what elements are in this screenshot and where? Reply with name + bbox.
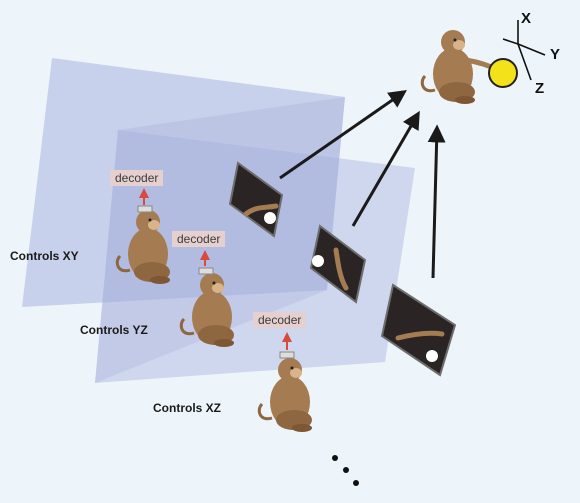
axis-label-z: Z bbox=[535, 80, 545, 97]
screen-xz bbox=[380, 283, 457, 377]
screen-yz bbox=[309, 224, 367, 304]
axes-gizmo bbox=[502, 20, 546, 81]
arrow-xy-to-target bbox=[279, 89, 407, 180]
decoder-label-xy: decoder bbox=[110, 170, 164, 186]
decoder-label-yz: decoder bbox=[172, 231, 226, 247]
arrow-xz-to-target bbox=[427, 124, 446, 279]
decoder-label-xz: decoder bbox=[253, 312, 307, 328]
continuation-dot-3 bbox=[353, 480, 359, 486]
target-ball bbox=[488, 58, 518, 88]
continuation-dot-2 bbox=[343, 467, 349, 473]
axis-label-y: Y bbox=[550, 46, 561, 63]
plane-yz bbox=[95, 130, 415, 383]
implant-xy bbox=[137, 205, 153, 213]
implant-yz bbox=[198, 267, 214, 275]
arrow-yz-to-target bbox=[351, 110, 420, 227]
screen-xy bbox=[228, 161, 284, 238]
axis-label-x: X bbox=[521, 10, 532, 27]
plane-label-xy: Controls XY bbox=[10, 249, 79, 263]
implant-xz bbox=[279, 351, 295, 359]
plane-xy bbox=[22, 58, 345, 307]
continuation-dot-1 bbox=[332, 455, 338, 461]
plane-label-xz: Controls XZ bbox=[153, 401, 221, 415]
plane-label-yz: Controls YZ bbox=[80, 323, 148, 337]
monkey-target bbox=[420, 28, 477, 106]
